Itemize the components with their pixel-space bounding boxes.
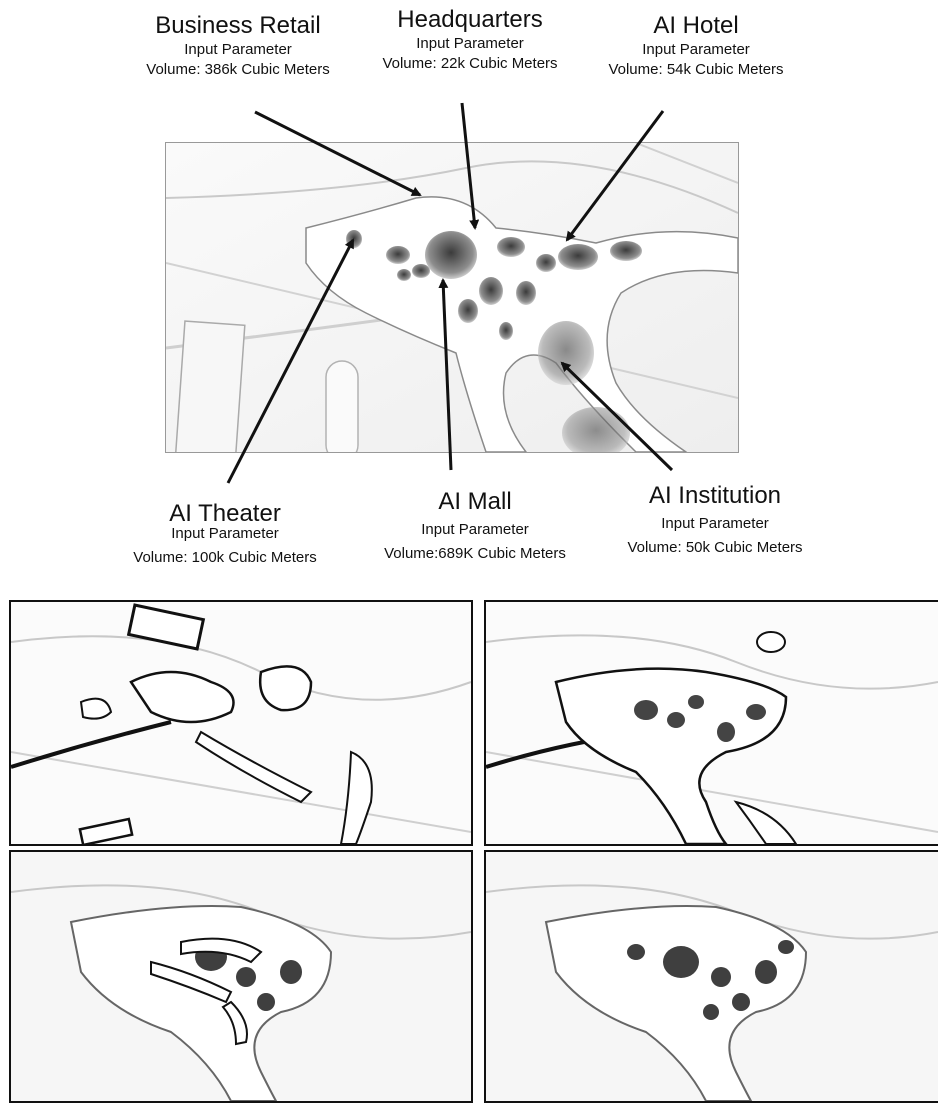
label-ai-mall: AI Mall Input Parameter Volume:689K Cubi… bbox=[360, 488, 590, 564]
label-volume: Volume: 100k Cubic Meters bbox=[105, 548, 345, 568]
label-ai-institution: AI Institution Input Parameter Volume: 5… bbox=[600, 482, 830, 558]
label-title: AI Mall bbox=[360, 488, 590, 516]
arrow-ai-theater bbox=[228, 240, 353, 483]
iteration-panel-3 bbox=[9, 850, 473, 1103]
arrow-ai-institution bbox=[562, 363, 672, 470]
iteration-panel-1 bbox=[9, 600, 473, 846]
label-volume: Volume: 50k Cubic Meters bbox=[600, 538, 830, 558]
label-volume: Volume:689K Cubic Meters bbox=[360, 544, 590, 564]
label-param: Input Parameter bbox=[105, 524, 345, 544]
iteration-panel-4 bbox=[484, 850, 938, 1103]
label-param: Input Parameter bbox=[360, 520, 590, 540]
arrow-headquarters bbox=[462, 103, 475, 228]
label-param: Input Parameter bbox=[600, 514, 830, 534]
arrow-ai-hotel bbox=[567, 111, 663, 240]
label-ai-theater: AI Theater Input Parameter Volume: 100k … bbox=[105, 500, 345, 568]
arrow-business-retail bbox=[255, 112, 420, 195]
iteration-panel-2 bbox=[484, 600, 938, 846]
label-title: AI Institution bbox=[600, 482, 830, 510]
arrow-ai-mall bbox=[443, 280, 451, 470]
